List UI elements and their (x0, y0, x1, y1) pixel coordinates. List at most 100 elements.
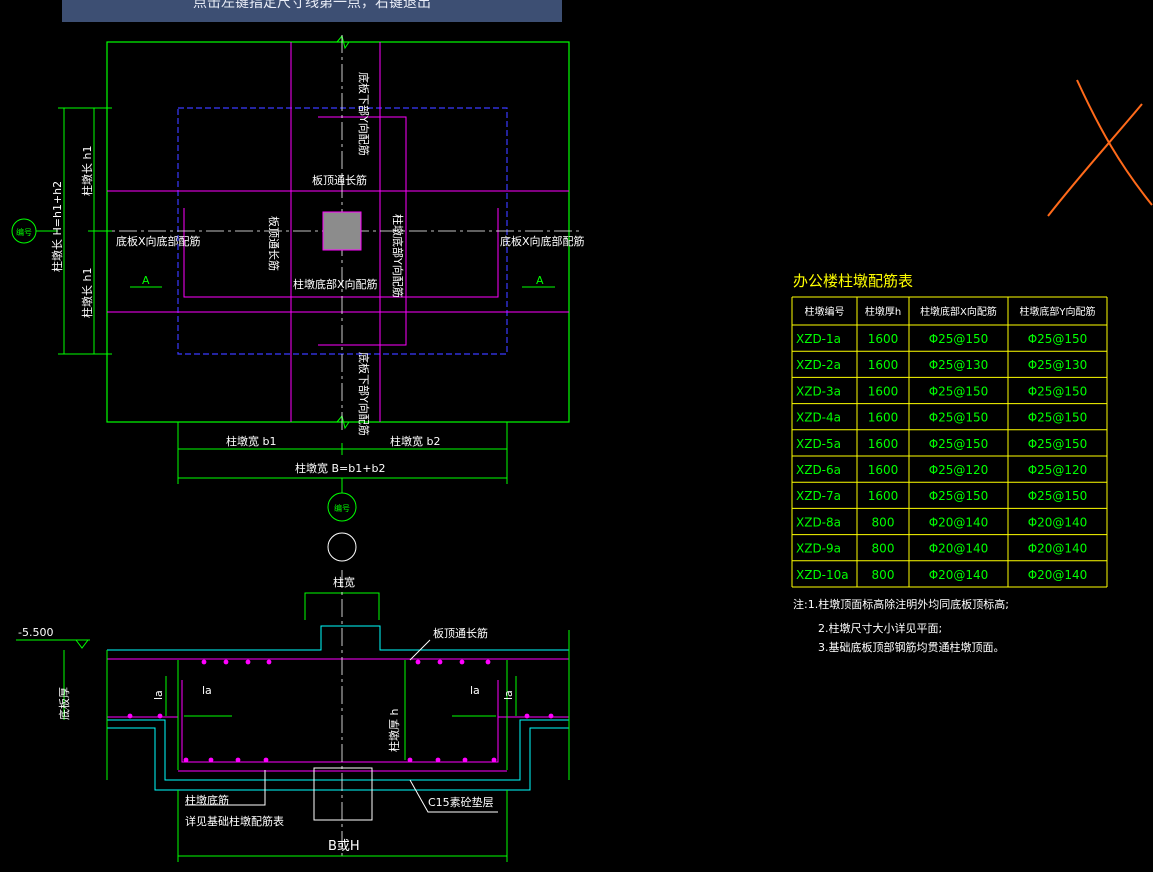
slab-top-profile (107, 625, 569, 651)
table-cell: Φ25@150 (1028, 384, 1088, 398)
table-cell: Φ25@150 (929, 489, 989, 503)
table-cell: XZD-10a (796, 568, 849, 582)
table-cell: Φ20@140 (1028, 542, 1088, 556)
table-cell: Φ25@150 (1028, 411, 1088, 425)
label-c15-layer: C15素砼垫层 (428, 795, 494, 809)
rebar-dots (127, 659, 554, 763)
column-stub (313, 767, 373, 821)
label-see-table: 详见基础柱墩配筋表 (185, 814, 284, 828)
rebar-pier-bottom-x (183, 208, 499, 298)
cushion-layer (107, 727, 569, 791)
table-cell: XZD-5a (796, 437, 841, 451)
table-cell: XZD-8a (796, 515, 841, 529)
table-header-cell: 柱墩底部X向配筋 (920, 305, 997, 318)
table-cell: Φ20@140 (1028, 568, 1088, 582)
label-pier-len-h1-top: 柱墩长 h1 (80, 146, 94, 196)
elevation-triangle-icon (75, 639, 89, 649)
label-section-a-left: A (142, 274, 150, 287)
rebar-pier-bottom (181, 680, 499, 763)
label-slab-bottom-x-right: 底板X向底部配筋 (500, 234, 585, 248)
label-la-right-h: la (470, 684, 480, 697)
label-slab-bottom-y-top: 底板下部Y向配筋 (357, 72, 371, 156)
label-la-right-v: la (502, 690, 515, 700)
label-tag-left: 编号 (16, 227, 32, 237)
section-circle (327, 532, 357, 562)
label-b-or-h: B或H (328, 839, 360, 854)
label-slab-bottom-y-bottom: 底板下部Y向配筋 (357, 352, 371, 436)
table-cell: XZD-6a (796, 463, 841, 477)
rebar-table: 办公楼柱墩配筋表 柱墩编号 柱墩厚h 柱墩底部X向配筋 柱墩底部Y向配筋 XZD-1a 1… (791, 272, 1108, 588)
label-slab-top-long-sec: 板顶通长筋 (433, 626, 488, 640)
section-text: -5.500 柱宽 板顶通长筋 底板厚 la la la la 柱墩厚 h 柱墩… (18, 575, 515, 854)
plan-outer-frame (106, 41, 570, 423)
label-pier-bottom-y: 柱墩底部Y向配筋 (391, 214, 405, 298)
table-cell: Φ25@150 (929, 411, 989, 425)
break-mark-bottom (336, 414, 350, 430)
table-cell: Φ25@150 (1028, 489, 1088, 503)
table-header-cell: 柱墩厚h (865, 305, 901, 318)
label-pier-bottom-bar: 柱墩底筋 (185, 793, 229, 807)
table-cell: Φ20@140 (1028, 515, 1088, 529)
command-prompt-text: 点击左键指定尺寸线第一点，右键退出 (193, 0, 431, 11)
note-3: 3.基础底板顶部钢筋均贯通柱墩顶面。 (818, 640, 1005, 654)
label-section-a-right: A (536, 274, 544, 287)
notes: 注:1.柱墩顶面标高除注明外均同底板顶标高; 2.柱墩尺寸大小详见平面; 3.基… (793, 597, 1009, 654)
table-cell: 1600 (868, 411, 899, 425)
note-1: 注:1.柱墩顶面标高除注明外均同底板顶标高; (793, 597, 1009, 611)
label-tag-bottom: 编号 (334, 503, 350, 513)
plan-text: 板顶通长筋 底板X向底部配筋 底板X向底部配筋 柱墩底部X向配筋 柱墩宽 b1 … (16, 72, 585, 513)
table-cell: Φ25@130 (1028, 358, 1088, 372)
table-cell: XZD-4a (796, 411, 841, 425)
table-cell: Φ25@150 (929, 332, 989, 346)
label-slab-top-long: 板顶通长筋 (312, 173, 367, 187)
table-cell: Φ25@150 (929, 384, 989, 398)
table-cell: Φ25@130 (929, 358, 989, 372)
label-slab-thickness: 底板厚 (57, 687, 71, 720)
table-cell: 800 (872, 515, 895, 529)
table-cell: 1600 (868, 463, 899, 477)
leader-pier-bottom-bar (185, 770, 266, 806)
label-slab-bottom-x-left: 底板X向底部配筋 (116, 234, 201, 248)
table-cell: XZD-3a (796, 384, 841, 398)
table-cell: Φ25@120 (929, 463, 989, 477)
section-view (16, 570, 570, 862)
label-la-left-v: la (152, 690, 165, 700)
table-cell: 800 (872, 542, 895, 556)
note-2: 2.柱墩尺寸大小详见平面; (818, 621, 942, 635)
command-prompt-banner: 点击左键指定尺寸线第一点，右键退出 (62, 0, 562, 22)
column-square (322, 211, 362, 251)
break-mark-top (336, 34, 350, 50)
table-cell: 800 (872, 568, 895, 582)
table-cell: XZD-1a (796, 332, 841, 346)
label-la-left-h: la (202, 684, 212, 697)
rebar-pier-bottom-y (318, 116, 407, 346)
table-cell: Φ25@150 (929, 437, 989, 451)
table-cell: Φ20@140 (929, 542, 989, 556)
table-cell: XZD-7a (796, 489, 841, 503)
table-cell: Φ25@150 (1028, 437, 1088, 451)
table-cell: Φ25@150 (1028, 332, 1088, 346)
table-title: 办公楼柱墩配筋表 (793, 272, 913, 290)
label-elevation: -5.500 (18, 626, 53, 639)
table-cell: 1600 (868, 437, 899, 451)
table-cell: Φ20@140 (929, 568, 989, 582)
leader-slab-top (409, 639, 431, 661)
label-pier-bottom-x: 柱墩底部X向配筋 (293, 277, 378, 291)
table-cell: 1600 (868, 358, 899, 372)
label-column-width: 柱宽 (333, 575, 355, 589)
table-header-cell: 柱墩底部Y向配筋 (1019, 305, 1095, 318)
table-cell: Φ25@120 (1028, 463, 1088, 477)
orange-x-mark (1047, 79, 1153, 217)
table-cell: Φ20@140 (929, 515, 989, 529)
table-cell: 1600 (868, 489, 899, 503)
label-pier-width-total: 柱墩宽 B=b1+b2 (295, 461, 385, 475)
table-header-cell: 柱墩编号 (805, 305, 845, 318)
leader-c15 (409, 779, 498, 813)
table-cell: XZD-9a (796, 542, 841, 556)
table-cell: XZD-2a (796, 358, 841, 372)
label-pier-len-total: 柱墩长 H=h1+h2 (50, 181, 64, 272)
plan-view (11, 34, 580, 562)
label-pier-width-b1: 柱墩宽 b1 (226, 434, 276, 448)
table-cell: 1600 (868, 384, 899, 398)
